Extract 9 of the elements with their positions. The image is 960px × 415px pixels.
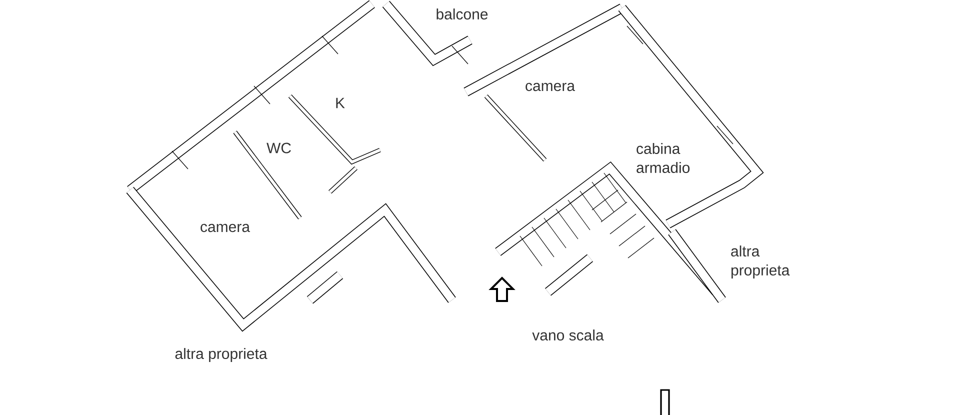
room-label: cabina armadio — [636, 143, 690, 173]
room-label: balcone — [436, 8, 488, 20]
room-label: camera — [526, 82, 575, 92]
room-label: K — [336, 98, 345, 108]
room-label: altra proprieta — [731, 246, 790, 278]
room-label: vano scala — [532, 330, 604, 340]
room-label: altra proprieta — [175, 348, 268, 362]
room-label: WC — [266, 142, 291, 154]
room-label: camera — [200, 224, 250, 232]
